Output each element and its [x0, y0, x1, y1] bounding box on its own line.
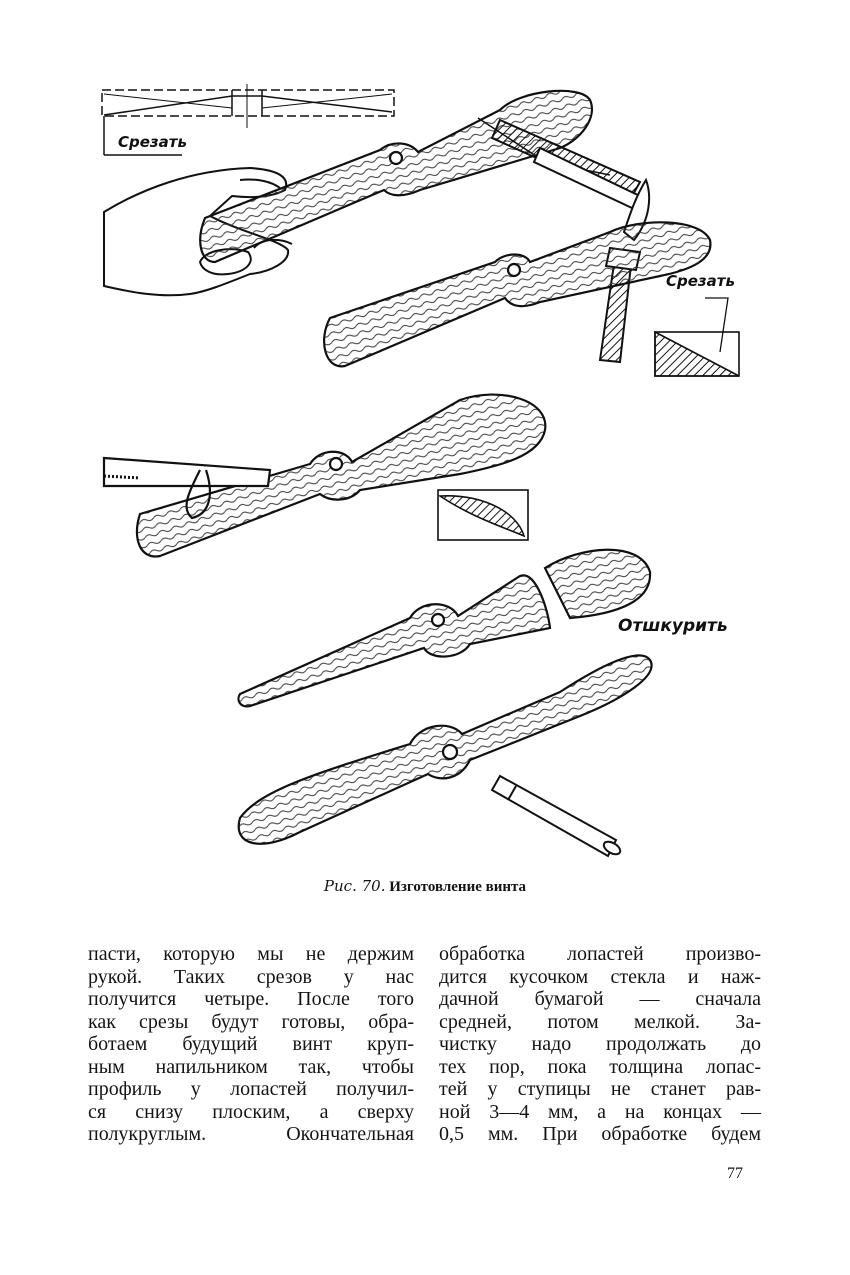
text-line: ся снизу плоским, а сверху — [88, 1100, 414, 1123]
file-tool-drawing — [490, 118, 642, 210]
axle-rod-drawing — [490, 774, 622, 858]
text-line: полукруглым. Окончательная — [88, 1123, 414, 1145]
blank-template-drawing — [101, 84, 395, 156]
page-number: 77 — [727, 1165, 743, 1182]
text-line: дачной бумагой — сначала — [439, 988, 761, 1010]
figure-title: Изготовление винта — [389, 879, 527, 895]
text-column-left: пасти, которую мы не держим рукой. Таких… — [88, 943, 414, 1146]
finished-propeller — [237, 654, 653, 845]
text-column-right: обработка лопастей произво- дится кусочк… — [439, 943, 761, 1146]
propeller-blank-3 — [102, 393, 547, 558]
sand-label: Отшкурить — [618, 616, 728, 636]
text-line: как срезы будут готовы, обра- — [88, 1010, 414, 1033]
text-line: профиль у лопастей получил- — [88, 1078, 414, 1100]
text-line: ным напильником так, чтобы — [88, 1055, 414, 1078]
cut-label-right: Срезать — [666, 272, 735, 290]
text-line: рукой. Таких срезов у нас — [88, 965, 414, 988]
propeller-blank-2 — [323, 221, 712, 368]
text-line: чистку надо продолжать до — [439, 1033, 761, 1055]
text-line: пасти, которую мы не держим — [88, 943, 414, 965]
propeller-illustration — [101, 84, 740, 858]
figure-caption: Рис. 70. Изготовление винта — [0, 877, 850, 896]
propeller-blank-4 — [237, 548, 652, 708]
text-line: 0,5 мм. При обработке будем — [439, 1123, 761, 1145]
hand-drawing — [103, 166, 293, 297]
text-line: средней, потом мелкой. За- — [439, 1010, 761, 1033]
text-line: получится четыре. После того — [88, 988, 414, 1010]
figure-number: Рис. 70. — [323, 877, 386, 895]
blade-section-diagram — [437, 489, 529, 541]
text-line: ной 3—4 мм, а на концах — — [439, 1100, 761, 1123]
text-line: тех пор, пока толщина лопас- — [439, 1055, 761, 1078]
text-line: ботаем будущий винт круп- — [88, 1033, 414, 1055]
cut-label-top: Срезать — [118, 133, 187, 151]
text-line: тей у ступицы не станет рав- — [439, 1078, 761, 1100]
cut-section-diagram — [654, 297, 740, 377]
text-line: обработка лопастей произво- — [439, 943, 761, 965]
text-line: дится кусочком стекла и наж- — [439, 965, 761, 988]
